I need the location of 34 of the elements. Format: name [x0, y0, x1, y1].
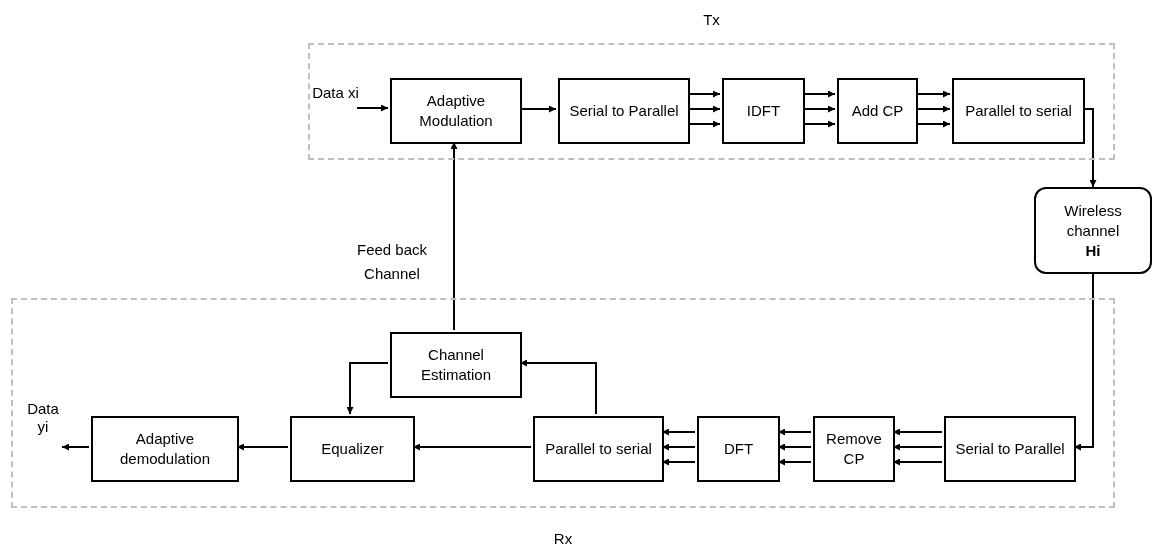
arrow — [61, 443, 90, 451]
box-label: Equalizer — [321, 439, 384, 459]
box-label: Serial to Parallel — [569, 101, 679, 121]
box-label: Hi — [1085, 240, 1101, 261]
box-label: Add CP — [851, 101, 904, 121]
process-box — [533, 416, 664, 482]
process-box — [837, 78, 918, 144]
box-label: DFT — [723, 439, 754, 459]
process-box — [558, 78, 690, 144]
box-label: Parallel to serial — [545, 439, 652, 459]
arrow — [356, 104, 389, 112]
channel-rounded-box — [1034, 187, 1152, 274]
data-label: Data yi — [26, 400, 60, 436]
process-box — [390, 332, 522, 398]
box-label: Remove CP — [825, 429, 883, 469]
process-box — [697, 416, 780, 482]
process-box — [290, 416, 415, 482]
box-label: Adaptive Modulation — [418, 91, 494, 131]
box-label: Wireless channel — [1063, 200, 1123, 241]
arrow — [346, 362, 389, 415]
box-label: Channel Estimation — [420, 345, 492, 385]
box-label: Serial to Parallel — [955, 439, 1065, 459]
process-box — [944, 416, 1076, 482]
process-box — [390, 78, 522, 144]
process-box — [91, 416, 239, 482]
data-label: Data xi — [312, 84, 359, 102]
group-title: Tx — [703, 10, 720, 30]
group-title: Rx — [553, 528, 573, 549]
process-box — [722, 78, 805, 144]
box-label: IDFT — [746, 101, 781, 121]
process-box — [952, 78, 1085, 144]
process-box — [813, 416, 895, 482]
box-label: Parallel to serial — [965, 101, 1072, 121]
box-label: Adaptive demodulation — [118, 429, 212, 469]
